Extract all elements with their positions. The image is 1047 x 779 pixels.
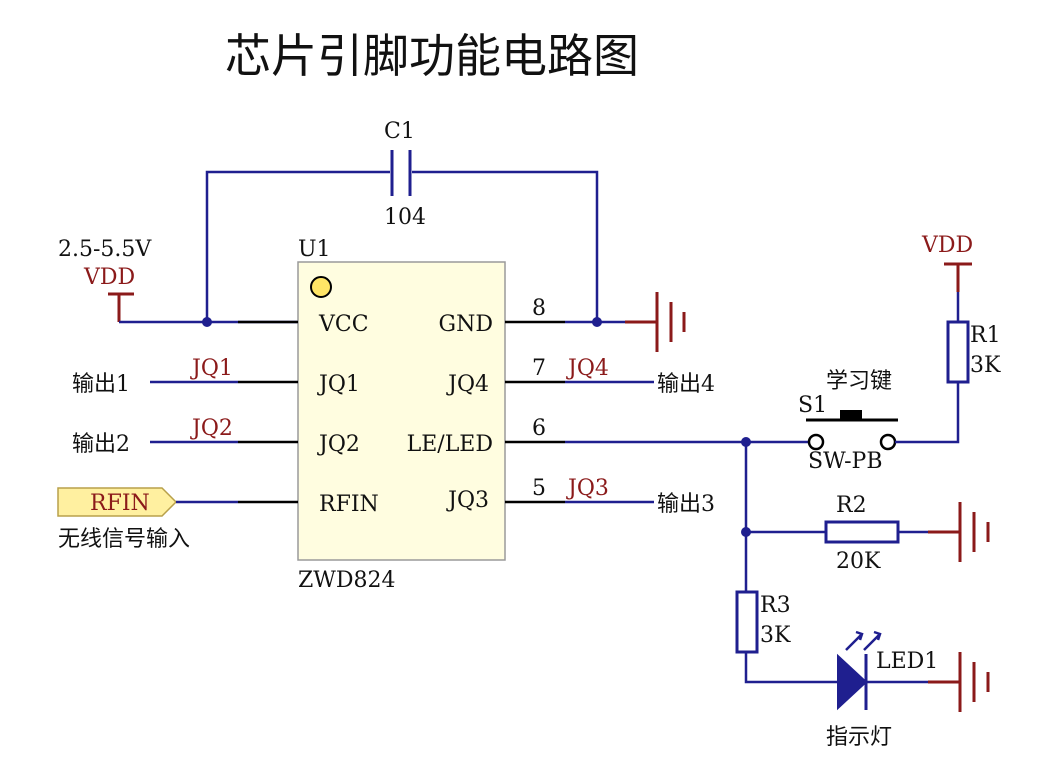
r2-ref: R2 <box>836 493 867 518</box>
pin1-marker <box>310 276 332 298</box>
chip-pins <box>238 320 565 504</box>
net-jq3: JQ3 <box>566 476 609 501</box>
r1-ref: R1 <box>970 323 1001 348</box>
chip-part: ZWD824 <box>298 568 396 593</box>
supply-left-name: VDD <box>83 265 135 290</box>
pin-jq3: JQ3 <box>446 488 489 513</box>
switch-s1: 学习键 S1 SW-PB <box>798 369 960 474</box>
chip-body <box>297 261 506 561</box>
pin-rfin: RFIN <box>319 492 379 517</box>
output-jq1: 输出1 JQ1 <box>72 356 238 397</box>
pin-number-5: 5 <box>532 476 546 501</box>
resistor-r2: R2 20K <box>824 493 990 574</box>
rf-input-port: RFIN 无线信号输入 <box>57 487 238 552</box>
output-1-label: 输出1 <box>72 372 130 397</box>
pin-jq1: JQ1 <box>317 372 360 397</box>
pin-number-7: 7 <box>532 356 546 381</box>
output-2-label: 输出2 <box>72 432 130 457</box>
supply-right-name: VDD <box>921 233 973 258</box>
output-3-label: 输出3 <box>657 492 715 517</box>
net-jq2: JQ2 <box>190 416 233 441</box>
switch-ref: S1 <box>798 393 827 418</box>
junction-dot <box>202 317 212 327</box>
pin-jq2: JQ2 <box>317 432 360 457</box>
led-desc: 指示灯 <box>826 725 892 750</box>
chip-ref: U1 <box>298 237 331 262</box>
pin-jq4: JQ4 <box>446 372 489 397</box>
output-4-label: 输出4 <box>657 372 715 397</box>
led-ref: LED1 <box>876 649 938 674</box>
r2-value: 20K <box>836 549 881 574</box>
c1-ref: C1 <box>384 119 415 144</box>
resistor-r3: R3 3K <box>735 590 838 684</box>
r1-value: 3K <box>970 353 1001 378</box>
diagram-title: 芯片引脚功能电路图 <box>225 29 639 83</box>
pin-gnd: GND <box>439 312 493 337</box>
led1: LED1 指示灯 <box>826 630 990 750</box>
gnd-pin8 <box>565 292 686 352</box>
pin-vcc: VCC <box>318 312 369 337</box>
output-jq4: JQ4 输出4 <box>565 356 715 397</box>
le-led-net <box>565 437 826 592</box>
r3-ref: R3 <box>760 593 791 618</box>
resistor-r1: VDD R1 3K <box>921 233 1001 384</box>
rf-input-desc: 无线信号输入 <box>58 527 190 552</box>
pin-number-6: 6 <box>532 416 546 441</box>
output-jq2: 输出2 JQ2 <box>72 416 238 457</box>
switch-desc: 学习键 <box>826 369 892 394</box>
chip-u1: U1 ZWD824 VCC JQ1 JQ2 RFIN GND JQ4 LE/LE… <box>297 237 546 593</box>
net-jq4: JQ4 <box>566 356 609 381</box>
net-jq1: JQ1 <box>190 356 233 381</box>
supply-vdd-left: 2.5-5.5V VDD <box>58 237 298 327</box>
r3-value: 3K <box>760 623 791 648</box>
c1-value: 104 <box>384 205 426 230</box>
junction-dot <box>741 437 751 447</box>
switch-type: SW-PB <box>808 449 883 474</box>
output-jq3: JQ3 输出3 <box>565 476 715 517</box>
capacitor-c1: C1 104 <box>205 119 599 322</box>
junction-dot <box>592 317 602 327</box>
supply-range: 2.5-5.5V <box>58 237 152 262</box>
rfin-port-label: RFIN <box>90 491 150 516</box>
pin-le-led: LE/LED <box>407 432 493 457</box>
pin-number-8: 8 <box>532 296 546 321</box>
junction-dot <box>741 527 751 537</box>
